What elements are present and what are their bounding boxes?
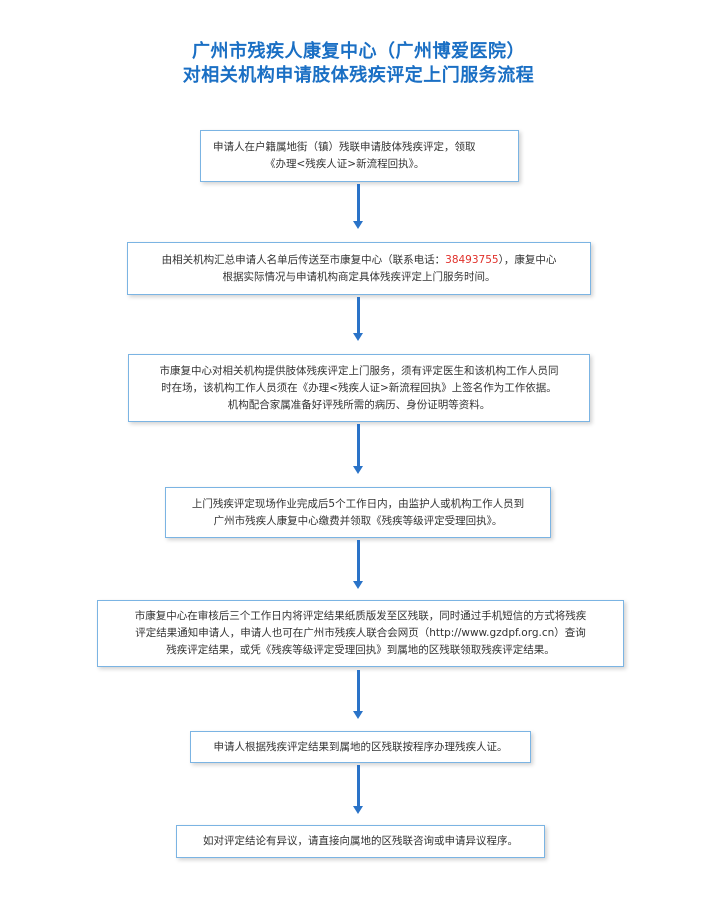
flow-step-5-line-3: 残疾评定结果，或凭《残疾等级评定受理回执》到属地的区残联领取残疾评定结果。 (166, 644, 555, 656)
flow-arrow-3 (353, 424, 363, 474)
flow-step-3-line-1: 市康复中心对相关机构提供肢体残疾评定上门服务，须有评定医生和该机构工作人员同 (159, 364, 559, 377)
flow-step-3-box: 市康复中心对相关机构提供肢体残疾评定上门服务，须有评定医生和该机构工作人员同 时… (128, 354, 590, 422)
flow-step-2-text-before-phone: 由相关机构汇总申请人名单后传送至市康复中心（联系电话： (161, 253, 446, 266)
flow-arrow-6 (353, 765, 363, 814)
flow-step-5-box: 市康复中心在审核后三个工作日内将评定结果纸质版发至区残联，同时通过手机短信的方式… (97, 600, 624, 667)
contact-phone-number: 38493755 (445, 253, 499, 266)
flow-step-6-box: 申请人根据残疾评定结果到属地的区残联按程序办理残疾人证。 (190, 731, 531, 763)
flow-step-4-box: 上门残疾评定现场作业完成后5个工作日内，由监护人或机构工作人员到 广州市残疾人康… (165, 487, 551, 538)
flow-arrow-2 (353, 297, 363, 341)
flow-step-5-line-2: 评定结果通知申请人，申请人也可在广州市残疾人联合会网页（http://www.g… (135, 627, 586, 639)
flow-step-7-line-1: 如对评定结论有异议，请直接向属地的区残联咨询或申请异议程序。 (203, 835, 518, 847)
flow-arrow-5 (353, 670, 363, 719)
flow-step-4-line-1: 上门残疾评定现场作业完成后5个工作日内，由监护人或机构工作人员到 (191, 497, 525, 510)
flow-step-3-line-2: 时在场，该机构工作人员须在《办理<残疾人证>新流程回执》上签名作为工作依据。 (161, 381, 557, 394)
flow-step-6-line-1: 申请人根据残疾评定结果到属地的区残联按程序办理残疾人证。 (213, 740, 508, 753)
flow-step-4-line-2: 广州市残疾人康复中心缴费并领取《残疾等级评定受理回执》。 (213, 514, 503, 527)
flow-step-2-text-after-phone: ），康复中心 (498, 253, 557, 266)
flow-step-1-line-2: 《办理<残疾人证>新流程回执》。 (265, 158, 425, 170)
flow-step-5-line-1: 市康复中心在审核后三个工作日内将评定结果纸质版发至区残联，同时通过手机短信的方式… (134, 610, 587, 622)
flow-arrow-4 (353, 540, 363, 589)
flow-step-2-line-1: 由相关机构汇总申请人名单后传送至市康复中心（联系电话：38493755），康复中… (162, 252, 557, 269)
diagram-title-line-1: 广州市残疾人康复中心（广州博爱医院） (192, 41, 525, 62)
flow-step-3-line-3: 机构配合家属准备好评残所需的病历、身份证明等资料。 (227, 398, 491, 411)
flow-step-7-box: 如对评定结论有异议，请直接向属地的区残联咨询或申请异议程序。 (176, 825, 545, 858)
flow-step-2-line-2: 根据实际情况与申请机构商定具体残疾评定上门服务时间。 (222, 270, 496, 283)
flow-step-1-line-1: 申请人在户籍属地街（镇）残联申请肢体残疾评定，领取 (213, 141, 476, 153)
flow-step-1-box: 申请人在户籍属地街（镇）残联申请肢体残疾评定，领取 《办理<残疾人证>新流程回执… (200, 130, 519, 182)
diagram-title-line-2: 对相关机构申请肢体残疾评定上门服务流程 (182, 65, 535, 86)
flow-step-2-box: 由相关机构汇总申请人名单后传送至市康复中心（联系电话：38493755），康复中… (127, 242, 591, 295)
flow-arrow-1 (353, 184, 363, 229)
